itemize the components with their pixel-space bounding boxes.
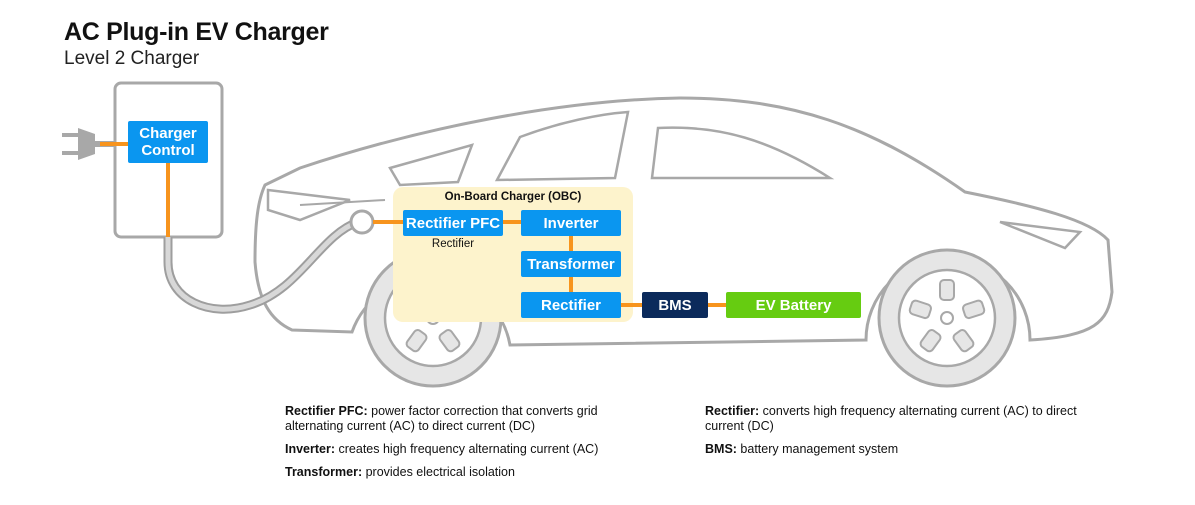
charge-port xyxy=(349,209,375,235)
charger-control-block: Charger Control xyxy=(128,121,208,163)
legend-transformer: Transformer: provides electrical isolati… xyxy=(285,465,515,479)
bms-block: BMS xyxy=(642,292,708,318)
rectifier-block: Rectifier xyxy=(521,292,621,318)
headlight xyxy=(999,220,1083,250)
rectifier-pfc-block: Rectifier PFC xyxy=(403,210,503,236)
rear-window xyxy=(388,143,475,187)
front-side-window xyxy=(650,126,835,180)
ev-battery-block: EV Battery xyxy=(726,292,861,318)
legend-inverter: Inverter: creates high frequency alterna… xyxy=(285,442,599,456)
legend-rectifier: Rectifier: converts high frequency alter… xyxy=(705,404,1077,433)
page-title: AC Plug-in EV Charger xyxy=(64,18,329,46)
front-wheel xyxy=(877,248,1017,388)
legend-bms: BMS: battery management system xyxy=(705,442,899,456)
transformer-block: Transformer xyxy=(521,251,621,277)
page-subtitle: Level 2 Charger xyxy=(64,48,200,69)
inverter-block: Inverter xyxy=(521,210,621,236)
rear-side-window xyxy=(494,110,630,182)
obc-label: On-Board Charger (OBC) xyxy=(444,191,582,203)
body-crease xyxy=(299,199,386,206)
wires xyxy=(100,142,726,307)
rectifier-overlay-label: Rectifier xyxy=(431,238,475,250)
legend-rectifier-pfc: Rectifier PFC: power factor correction t… xyxy=(285,404,598,433)
